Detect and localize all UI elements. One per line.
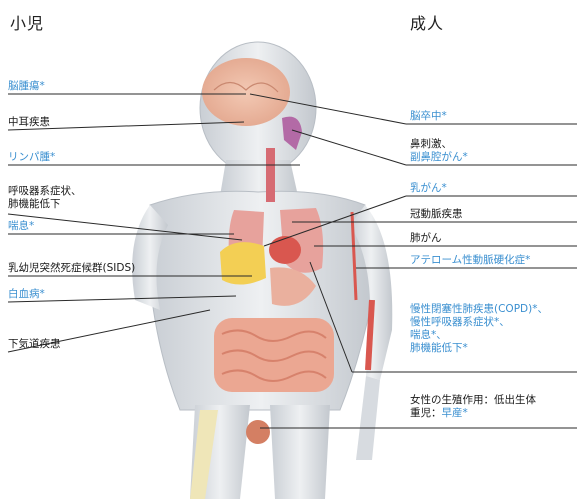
label-middle-ear: 中耳疾患	[8, 116, 50, 129]
label-breast-cancer: 乳がん*	[410, 182, 447, 195]
label-nasal-line1: 鼻刺激、	[410, 138, 468, 151]
label-nasal-line2: 副鼻腔がん*	[410, 151, 468, 164]
label-repro-line1: 女性の生殖作用：低出生体	[410, 394, 536, 407]
label-leukemia: 白血病*	[8, 288, 45, 301]
label-coronary: 冠動脈疾患	[410, 208, 463, 221]
line-nasal-b	[292, 130, 406, 165]
label-copd-group: 慢性閉塞性肺疾患(COPD)*、 慢性呼吸器系症状*、 喘息*、 肺機能低下*	[410, 303, 548, 355]
heart-shape	[269, 236, 301, 264]
label-copd-line3: 喘息*、	[410, 329, 548, 342]
label-copd-line4: 肺機能低下*	[410, 342, 548, 355]
trachea-shape	[266, 148, 275, 202]
label-stroke: 脳卒中*	[410, 110, 447, 123]
label-reproductive: 女性の生殖作用：低出生体 重児：早産*	[410, 394, 536, 420]
label-brain-tumor: 脳腫瘍*	[8, 80, 45, 93]
label-nasal: 鼻刺激、 副鼻腔がん*	[410, 138, 468, 164]
adult-heading: 成人	[410, 10, 444, 34]
label-lymphoma: リンパ腫*	[8, 151, 55, 164]
label-resp-symptoms-child: 呼吸器系症状、 肺機能低下	[8, 185, 82, 211]
label-atherosclerosis: アテローム性動脈硬化症*	[410, 254, 530, 267]
label-asthma-child: 喘息*	[8, 220, 34, 233]
label-copd-line2: 慢性呼吸器系症状*、	[410, 316, 548, 329]
brain-shape	[202, 58, 290, 126]
liver-shape	[220, 242, 266, 284]
label-resp-symptoms-line2: 肺機能低下	[8, 198, 82, 211]
label-repro-line2-prefix: 重児：	[410, 407, 442, 419]
bladder-shape	[246, 420, 270, 444]
label-lung-cancer: 肺がん	[410, 232, 442, 245]
label-repro-line2: 重児：早産*	[410, 407, 536, 420]
label-lower-resp: 下気道疾患	[8, 338, 61, 351]
label-repro-preterm: 早産*	[442, 407, 468, 419]
child-heading: 小児	[10, 10, 44, 34]
label-sids: 乳幼児突然死症候群(SIDS)	[8, 262, 135, 275]
label-resp-symptoms-line1: 呼吸器系症状、	[8, 185, 82, 198]
label-copd-line1: 慢性閉塞性肺疾患(COPD)*、	[410, 303, 548, 316]
